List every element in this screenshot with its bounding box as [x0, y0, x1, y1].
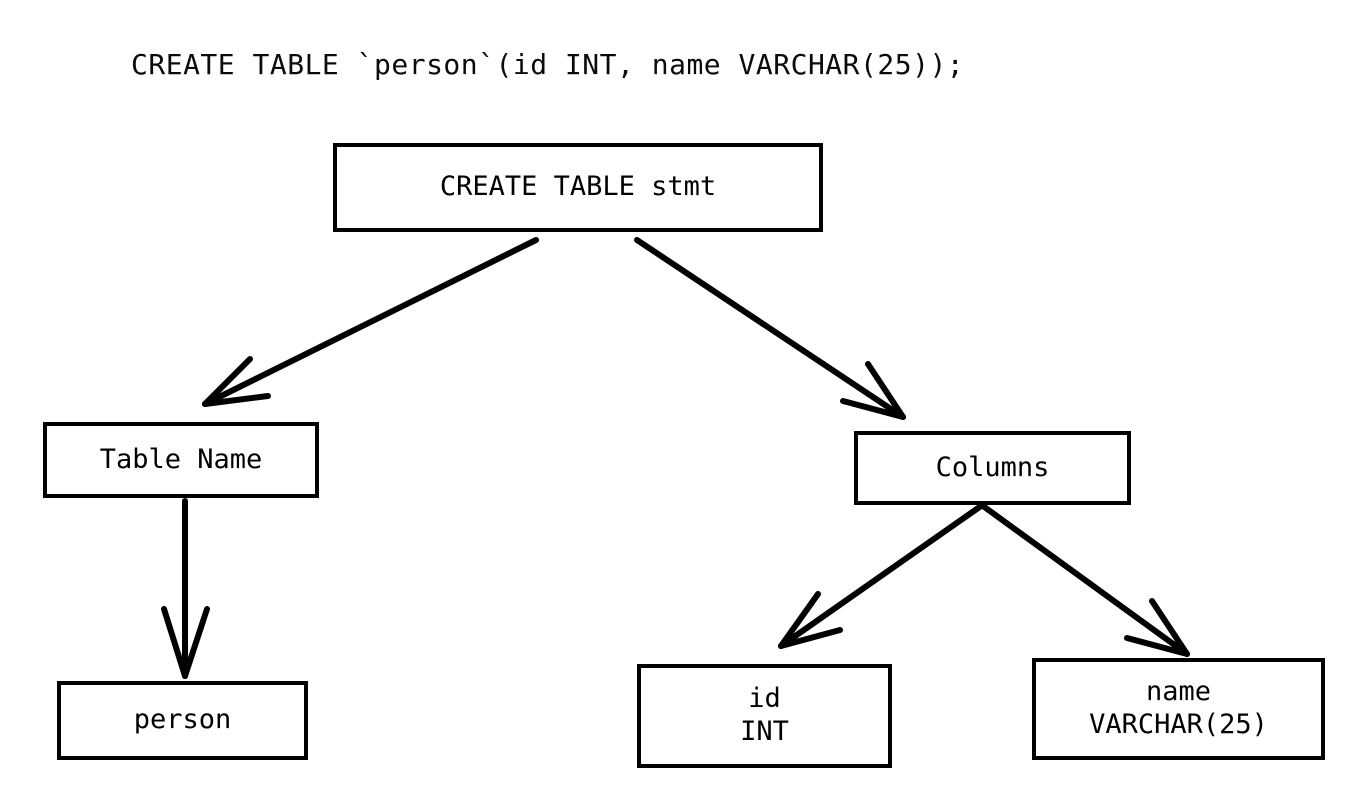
edge-root-to-table-name	[202, 237, 539, 407]
person-value-node[interactable]: person	[57, 681, 308, 760]
column-name-label: id	[748, 683, 781, 715]
column-name-node[interactable]: name VARCHAR(25)	[1032, 658, 1325, 760]
node-label: CREATE TABLE stmt	[439, 171, 717, 203]
node-label: Table Name	[99, 443, 263, 475]
column-name-label: name	[1145, 676, 1212, 708]
column-id-node[interactable]: id INT	[637, 664, 892, 768]
table-name-node[interactable]: Table Name	[43, 422, 319, 498]
create-table-stmt-node[interactable]: CREATE TABLE stmt	[333, 143, 823, 232]
edge-table-name-to-person	[161, 498, 210, 679]
edge-columns-to-name	[980, 503, 1190, 657]
column-type-label: INT	[740, 716, 789, 747]
sql-statement-caption: CREATE TABLE `person`(id INT, name VARCH…	[131, 48, 965, 81]
edge-columns-to-id	[778, 503, 984, 649]
edge-root-to-columns	[634, 237, 906, 420]
node-label: person	[133, 704, 232, 736]
columns-node[interactable]: Columns	[854, 431, 1131, 505]
node-label: Columns	[935, 451, 1050, 483]
column-type-label: VARCHAR(25)	[1089, 709, 1268, 740]
